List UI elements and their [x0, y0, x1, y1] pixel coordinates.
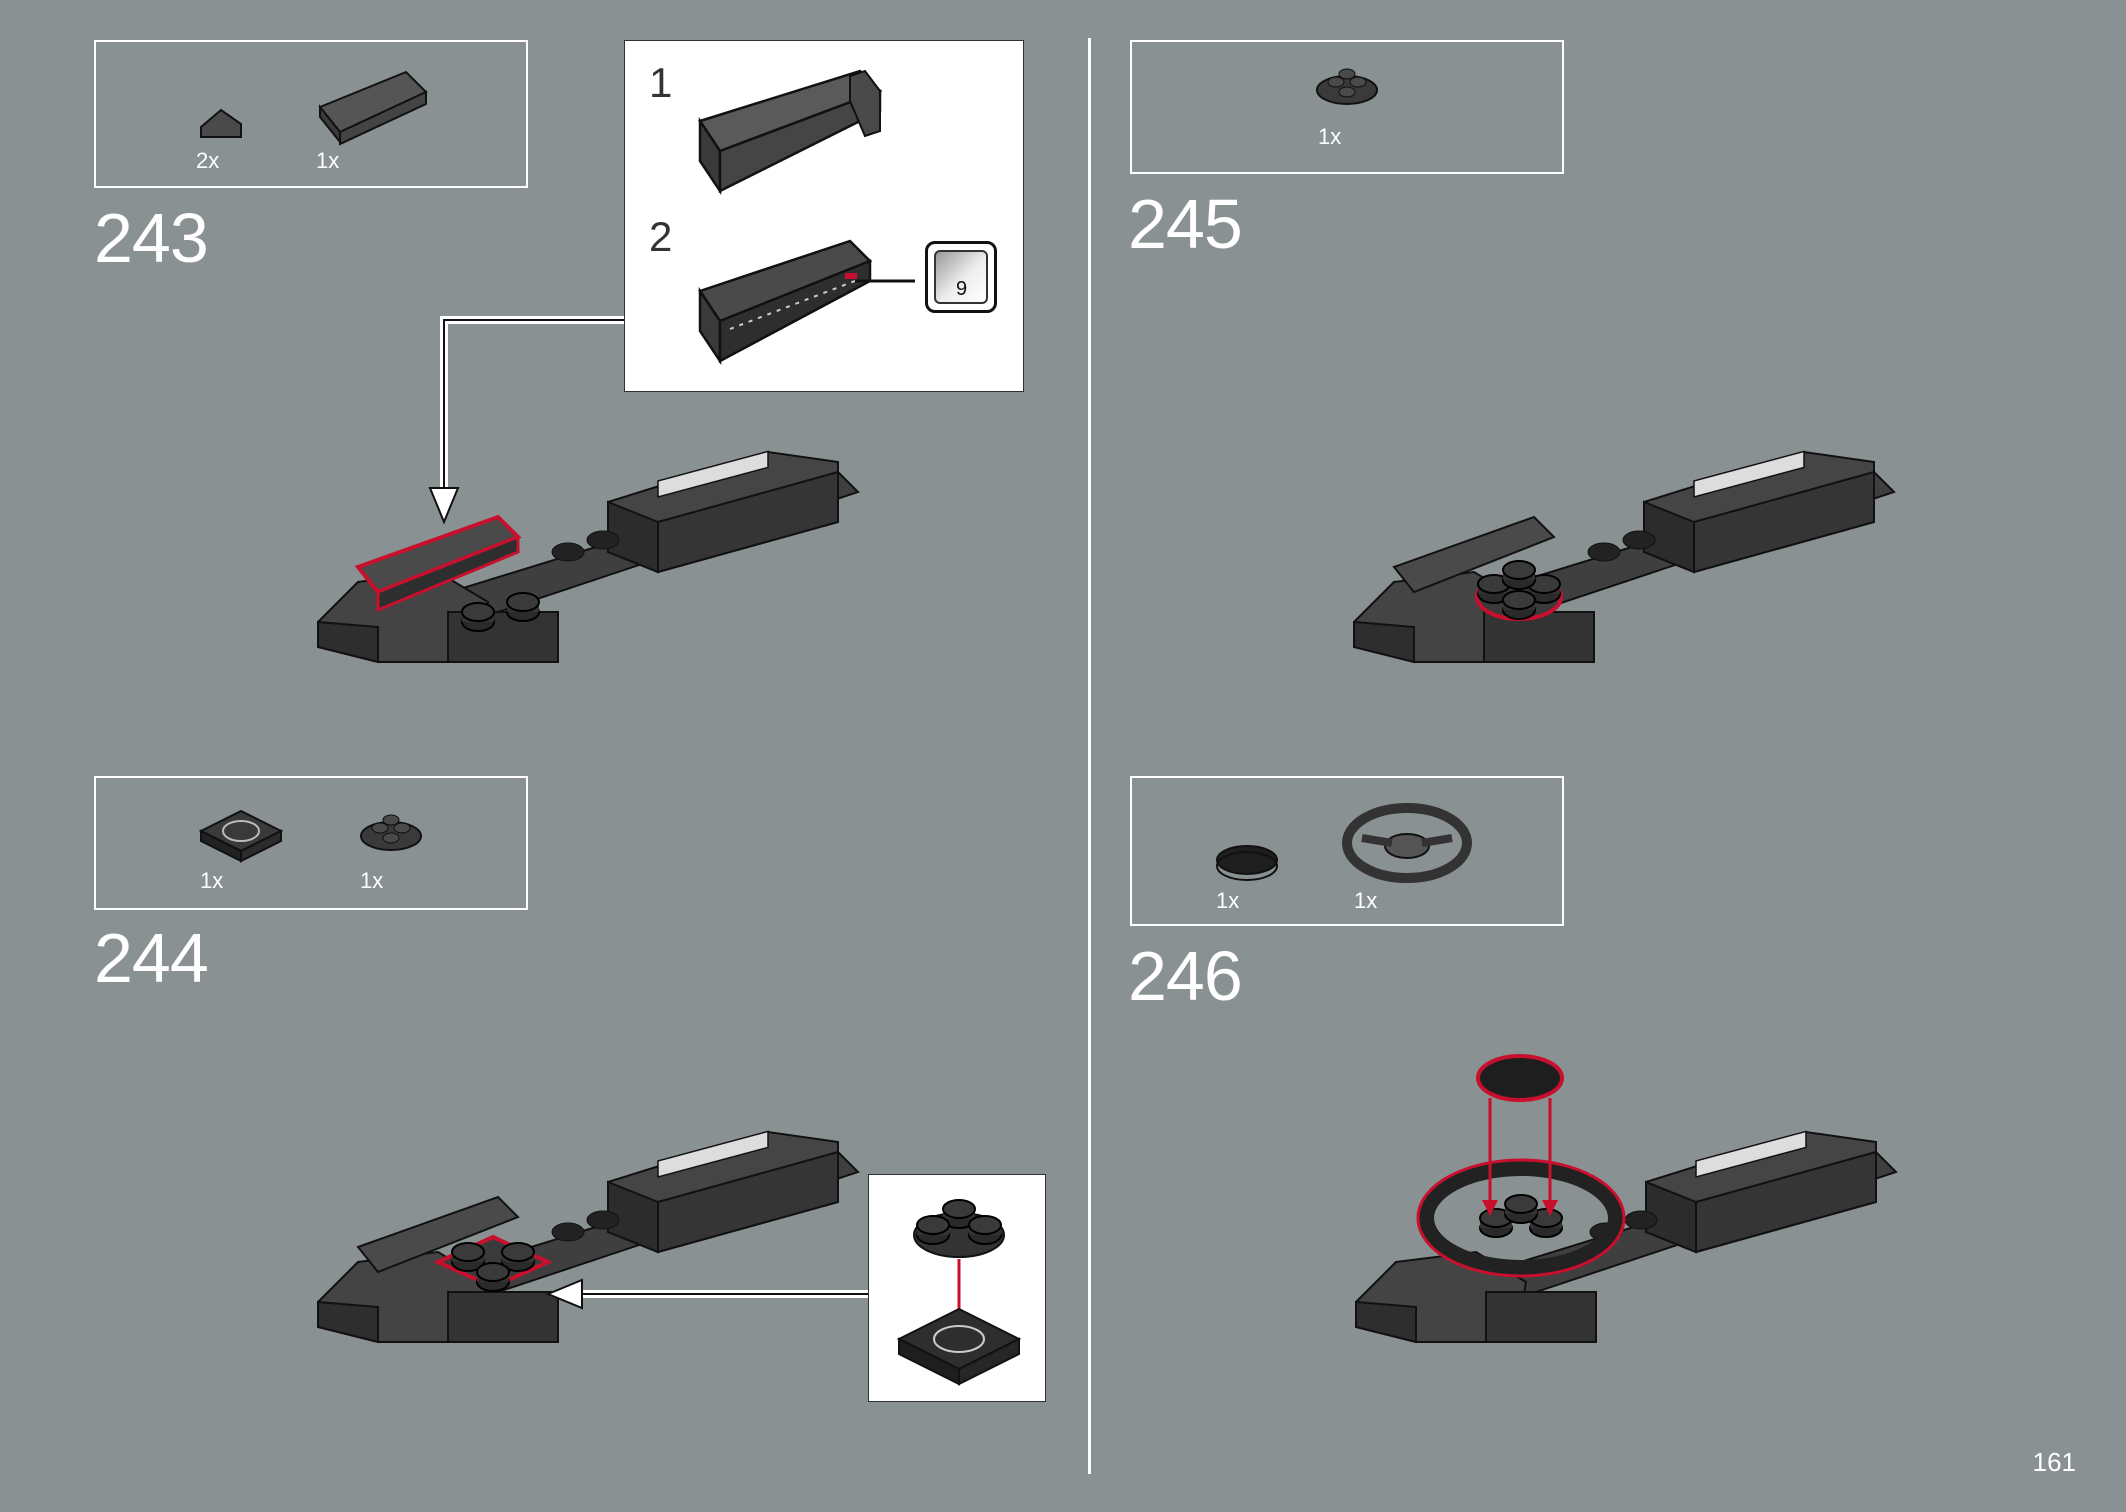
turntable-plate-exploded: [896, 1307, 1022, 1386]
part-qty-1: 2x: [196, 148, 220, 173]
round-tile-icon: [1216, 845, 1278, 881]
substep-number-1: 1: [649, 59, 673, 106]
turntable-plate-icon: [198, 809, 284, 863]
steering-wheel-icon: [1342, 803, 1472, 883]
step-244-arrow: [545, 1278, 868, 1310]
page-divider: [1088, 38, 1091, 1474]
part-qty-5: 1x: [1318, 124, 1342, 149]
part-qty-3: 1x: [200, 868, 224, 893]
step-244-callout: [868, 1174, 1046, 1402]
slope-brick-icon: [200, 108, 242, 138]
sticker-leader-line: [855, 279, 915, 283]
round-plate-exploded: [913, 1199, 1005, 1258]
panel-substep-1: [698, 69, 883, 196]
step-number-245: 245: [1128, 185, 1243, 263]
step-244-parts-box: 1x 1x: [94, 776, 528, 910]
substep-number-2: 2: [649, 213, 673, 260]
step-245-model: [1353, 450, 1895, 663]
step-243-model: [317, 450, 859, 663]
step-number-244: 244: [94, 919, 209, 997]
step-243-callout: 1 2 9: [624, 40, 1024, 392]
round-plate-icon: [1316, 68, 1378, 105]
step-246-parts-box: 1x 1x: [1130, 776, 1564, 926]
step-243-parts-box: 2x 1x: [94, 40, 528, 188]
part-qty-4: 1x: [360, 868, 384, 893]
panel-icon: [318, 70, 428, 146]
step-245-parts-box: 1x: [1130, 40, 1564, 174]
step-number-246: 246: [1128, 937, 1243, 1015]
panel-substep-2: [698, 239, 873, 366]
sticker-sheet-icon: 9: [925, 241, 997, 313]
step-246-model: [1355, 1054, 1897, 1343]
step-244-model: [317, 1130, 859, 1343]
sticker-number: 9: [956, 278, 968, 300]
step-243-arrow: [428, 316, 624, 525]
part-qty-7: 1x: [1354, 888, 1378, 913]
page-number: 161: [2032, 1447, 2076, 1477]
step-number-243: 243: [94, 199, 209, 277]
round-plate-icon: [360, 814, 422, 851]
part-qty-6: 1x: [1216, 888, 1240, 913]
part-qty-2: 1x: [316, 148, 340, 173]
